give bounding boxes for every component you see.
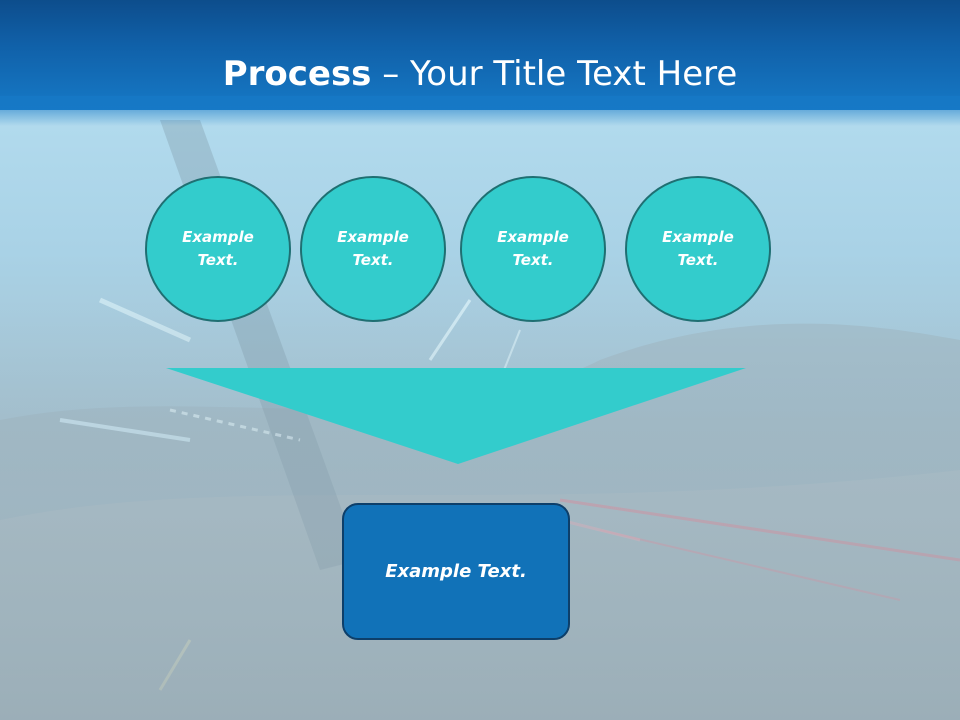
process-circle-2: Example Text. <box>300 176 446 322</box>
process-circle-1: Example Text. <box>145 176 291 322</box>
process-circle-3: Example Text. <box>460 176 606 322</box>
process-circle-label: Example Text. <box>662 228 734 269</box>
title-bold: Process <box>222 54 372 94</box>
title-bar-fade <box>0 96 960 126</box>
title-bar <box>0 0 960 110</box>
process-circle-4: Example Text. <box>625 176 771 322</box>
process-circle-label: Example Text. <box>337 228 409 269</box>
process-circle-label: Example Text. <box>497 228 569 269</box>
slide-title: Process – Your Title Text Here <box>0 52 960 96</box>
title-rest: – Your Title Text Here <box>371 54 738 94</box>
result-box: Example Text. <box>342 503 570 640</box>
process-circle-label: Example Text. <box>182 228 254 269</box>
result-box-label: Example Text. <box>385 561 527 582</box>
